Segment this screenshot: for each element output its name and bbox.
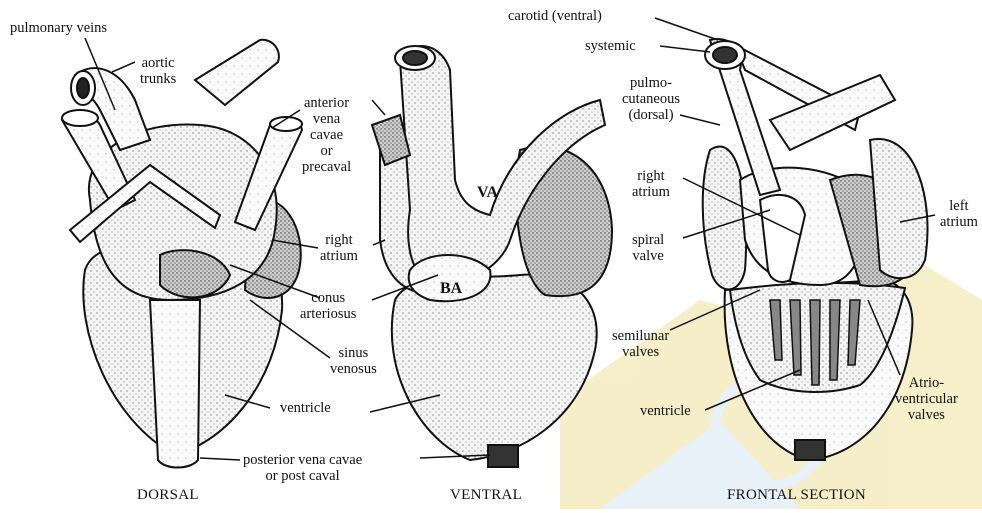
label-ba: BA <box>440 280 463 297</box>
label-pulmonary-veins: pulmonary veins <box>10 20 107 36</box>
label-ventricle-dorsal: ventricle <box>280 400 331 416</box>
caption-dorsal: DORSAL <box>137 487 199 504</box>
label-carotid: carotid (ventral) <box>508 8 602 24</box>
label-right-atrium-frontal: right atrium <box>632 168 670 200</box>
dorsal-heart <box>62 40 302 468</box>
label-right-atrium-dorsal: right atrium <box>320 232 358 264</box>
label-va: VA <box>477 184 498 201</box>
caption-ventral: VENTRAL <box>450 487 522 504</box>
label-atrioventricular-valves: Atrio- ventricular valves <box>895 375 958 423</box>
caption-frontal-section: FRONTAL SECTION <box>727 487 866 504</box>
label-spiral-valve: spiral valve <box>632 232 664 264</box>
label-aortic-trunks: aortic trunks <box>140 55 176 87</box>
label-ventricle-frontal: ventricle <box>640 403 691 419</box>
label-semilunar-valves: semilunar valves <box>612 328 669 360</box>
label-pulmocutaneous: pulmo- cutaneous (dorsal) <box>622 75 680 123</box>
label-anterior-vena-cavae: anterior vena cavae or precaval <box>302 95 351 175</box>
label-systemic: systemic <box>585 38 636 54</box>
label-left-atrium: left atrium <box>940 198 978 230</box>
label-conus-arteriosus: conus arteriosus <box>300 290 356 322</box>
label-sinus-venosus: sinus venosus <box>330 345 377 377</box>
label-posterior-vena-cavae: posterior vena cavae or post caval <box>243 452 362 484</box>
